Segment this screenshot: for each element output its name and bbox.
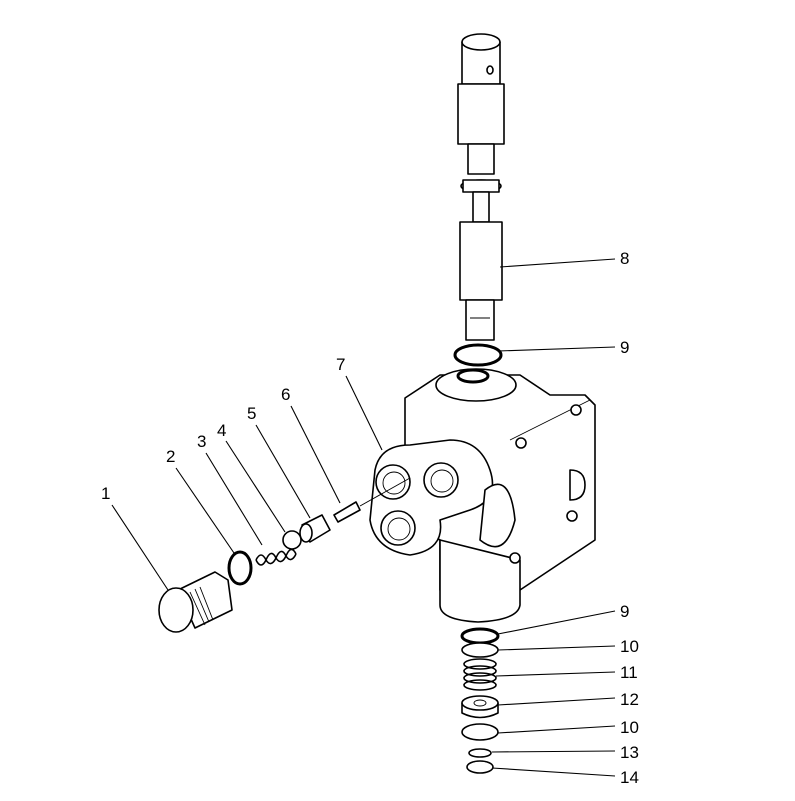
part-8-spool [457, 33, 505, 341]
leader-lines [111, 258, 616, 777]
callout-10-upper: 10 [620, 637, 639, 656]
part-3-spring [255, 548, 297, 566]
part-7-valve-body [369, 368, 596, 623]
callout-10-lower: 10 [620, 718, 639, 737]
callout-5: 5 [247, 404, 256, 423]
part-6-pin [333, 477, 411, 523]
part-5-poppet [299, 514, 331, 543]
part-1-plug [158, 571, 233, 633]
part-9-o-ring-bottom [460, 627, 500, 645]
part-13-ring [468, 748, 492, 758]
part-10-washer-lower [461, 723, 499, 741]
callout-8: 8 [620, 249, 629, 268]
part-9-o-ring-top [453, 343, 503, 367]
callout-11: 11 [620, 663, 638, 682]
part-10-washer-upper [461, 642, 499, 658]
part-11-spring [463, 658, 497, 691]
callout-1: 1 [101, 484, 110, 503]
callout-7: 7 [336, 355, 345, 374]
callout-3: 3 [197, 432, 206, 451]
callout-2: 2 [166, 447, 175, 466]
part-14-retaining-ring [466, 760, 494, 774]
part-4-ball [282, 530, 302, 550]
part-12-spacer [461, 695, 499, 719]
part-2-o-ring [227, 550, 253, 586]
callout-6: 6 [281, 385, 290, 404]
callout-4: 4 [217, 421, 226, 440]
callout-12: 12 [620, 690, 639, 709]
callout-14: 14 [620, 768, 639, 787]
callout-9-bottom: 9 [620, 602, 629, 621]
callout-13: 13 [620, 743, 639, 762]
callout-9-top: 9 [620, 338, 629, 357]
